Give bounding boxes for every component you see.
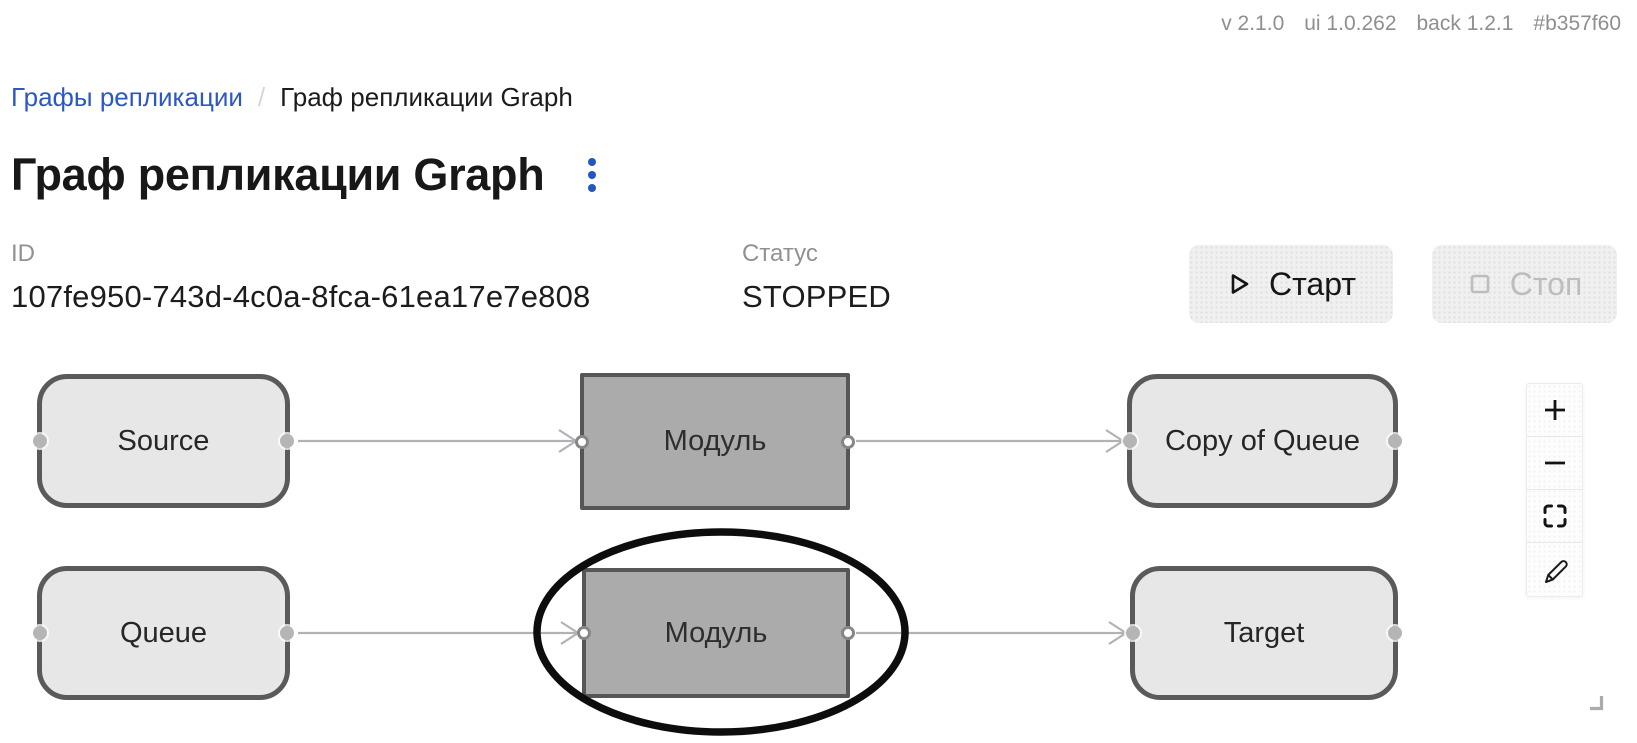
edit-button[interactable] [1527, 543, 1582, 596]
id-value: 107fe950-743d-4c0a-8fca-61ea17e7e808 [11, 279, 591, 314]
port-in[interactable] [1126, 626, 1140, 640]
breadcrumb-current: Граф репликации Graph [280, 82, 573, 112]
breadcrumb-link-replication-graphs[interactable]: Графы репликации [11, 82, 243, 112]
stop-button[interactable]: Стоп [1432, 245, 1617, 323]
graph-status-block: Статус STOPPED [742, 240, 891, 315]
version-bar: v 2.1.0 ui 1.0.262 back 1.2.1 #b357f60 [1221, 12, 1621, 36]
port-out[interactable] [280, 626, 294, 640]
kebab-menu-button[interactable] [580, 152, 604, 198]
breadcrumb-separator: / [257, 82, 266, 112]
node-label: Source [117, 424, 210, 457]
status-label: Статус [742, 240, 818, 267]
port-in[interactable] [33, 626, 47, 640]
port-out[interactable] [1388, 626, 1402, 640]
play-icon [1231, 274, 1249, 294]
plus-icon [1544, 400, 1565, 420]
port-in[interactable] [1123, 434, 1137, 448]
canvas-controls [1526, 383, 1583, 597]
title-row: Граф репликации Graph [11, 144, 604, 206]
fit-view-icon [1543, 504, 1566, 528]
node-target[interactable]: Target [1126, 566, 1402, 700]
port-out[interactable] [841, 434, 855, 449]
node-source[interactable]: Source [33, 374, 294, 508]
node-label: Target [1223, 616, 1305, 649]
zoom-in-button[interactable] [1527, 384, 1582, 437]
fit-view-button[interactable] [1527, 490, 1582, 543]
node-module-1[interactable]: Модуль [575, 373, 855, 510]
port-in[interactable] [577, 626, 591, 640]
node-label: Модуль [664, 616, 768, 649]
minus-icon [1544, 461, 1565, 465]
breadcrumb: Графы репликации / Граф репликации Graph [11, 82, 573, 113]
port-out[interactable] [1388, 434, 1402, 448]
node-label: Модуль [663, 425, 767, 457]
node-copy-of-queue[interactable]: Copy of Queue [1123, 374, 1402, 508]
graph-id-block: ID 107fe950-743d-4c0a-8fca-61ea17e7e808 [11, 240, 590, 315]
stop-icon [1470, 274, 1490, 294]
start-button[interactable]: Старт [1189, 245, 1393, 323]
port-out[interactable] [841, 626, 855, 640]
back-version: back 1.2.1 [1416, 12, 1514, 35]
port-in[interactable] [575, 434, 589, 449]
stop-button-label: Стоп [1509, 265, 1583, 302]
app-version: v 2.1.0 [1221, 12, 1285, 35]
kebab-dots-icon [588, 158, 597, 166]
build-hash: #b357f60 [1533, 12, 1621, 35]
node-queue[interactable]: Queue [33, 566, 294, 700]
start-button-label: Старт [1269, 265, 1356, 302]
port-out[interactable] [280, 434, 294, 448]
zoom-out-button[interactable] [1527, 437, 1582, 490]
port-in[interactable] [33, 434, 47, 448]
ui-version: ui 1.0.262 [1304, 12, 1397, 35]
pencil-icon [1544, 559, 1568, 583]
id-label: ID [11, 240, 35, 267]
node-label: Queue [119, 616, 208, 649]
node-label: Copy of Queue [1164, 424, 1361, 457]
status-value: STOPPED [742, 279, 891, 314]
node-module-2[interactable]: Модуль [577, 568, 855, 698]
page-title: Граф репликации Graph [11, 149, 545, 200]
